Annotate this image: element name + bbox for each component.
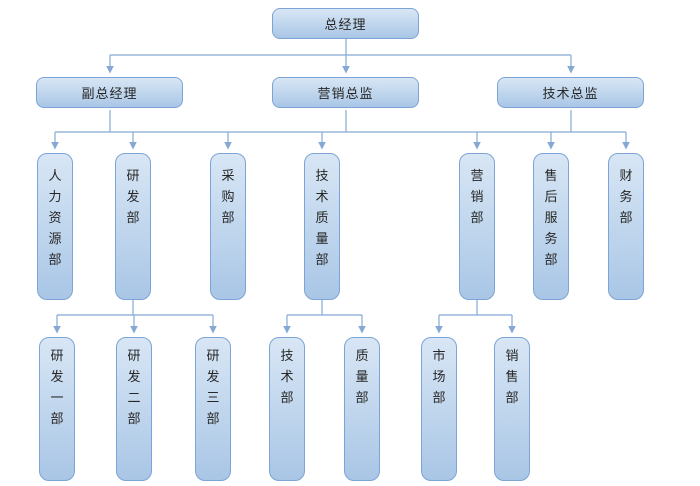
node-rd-dept-1: 研发一部	[39, 337, 75, 481]
node-label: 售后服务部	[544, 169, 558, 268]
node-rd-dept-3: 研发三部	[195, 337, 231, 481]
node-procurement-dept: 采购部	[210, 153, 246, 300]
node-label: 采购部	[221, 169, 235, 226]
node-label: 研发二部	[127, 349, 141, 427]
node-label: 销售部	[505, 349, 519, 406]
node-label: 研发三部	[206, 349, 220, 427]
node-rd-dept: 研发部	[115, 153, 151, 300]
node-marketing-dept: 营销部	[459, 153, 495, 300]
node-after-sales-service-dept: 售后服务部	[533, 153, 569, 300]
node-label: 技术质量部	[315, 169, 329, 268]
node-sales-dept: 销售部	[494, 337, 530, 481]
node-technical-director: 技术总监	[497, 77, 644, 108]
node-label: 营销部	[470, 169, 484, 226]
node-label: 财务部	[619, 169, 633, 226]
node-market-dept: 市场部	[421, 337, 457, 481]
node-rd-dept-2: 研发二部	[116, 337, 152, 481]
node-label: 人力资源部	[48, 169, 62, 268]
node-hr-dept: 人力资源部	[37, 153, 73, 300]
node-deputy-general-manager: 副总经理	[36, 77, 183, 108]
node-finance-dept: 财务部	[608, 153, 644, 300]
node-label: 质量部	[355, 349, 369, 406]
node-label: 技术部	[280, 349, 294, 406]
connector-arrows	[51, 55, 630, 334]
node-label: 研发部	[126, 169, 140, 226]
node-general-manager: 总经理	[272, 8, 419, 39]
node-label: 市场部	[432, 349, 446, 406]
connector-buses	[55, 38, 626, 316]
node-quality-dept: 质量部	[344, 337, 380, 481]
node-tech-quality-dept: 技术质量部	[304, 153, 340, 300]
node-technical-dept: 技术部	[269, 337, 305, 481]
node-label: 研发一部	[50, 349, 64, 427]
node-marketing-director: 营销总监	[272, 77, 419, 108]
